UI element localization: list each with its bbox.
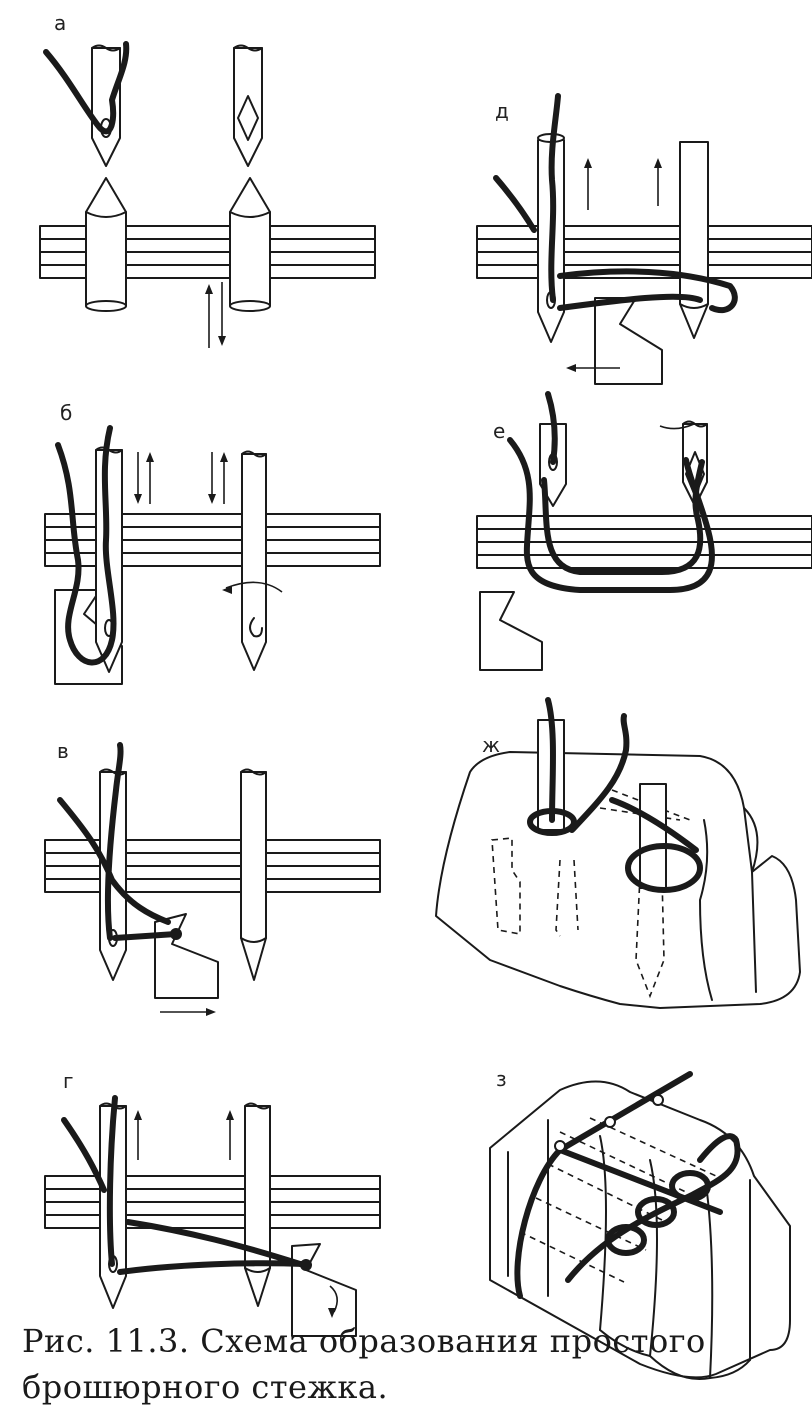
panel-a: а xyxy=(39,11,376,348)
panel-e: е xyxy=(476,391,812,671)
needle-right-zh xyxy=(639,783,667,889)
looper-v xyxy=(154,913,219,999)
needle-upper-left xyxy=(91,47,121,167)
panel-g: г xyxy=(44,1069,381,1337)
looper-d xyxy=(594,297,663,385)
panel-label-z: з xyxy=(496,1067,507,1091)
panel-label-zh: ж xyxy=(482,733,500,757)
thread-v xyxy=(57,742,179,941)
book-block-zh xyxy=(435,751,801,1009)
panel-label-d: д xyxy=(495,99,509,123)
thread-a xyxy=(43,41,130,135)
thread-zh xyxy=(545,697,699,853)
hook-e xyxy=(682,423,708,507)
panel-label-g: г xyxy=(63,1069,74,1093)
needle-g xyxy=(99,1105,127,1309)
looper-e xyxy=(479,591,543,671)
needle-right-v xyxy=(240,771,267,981)
panel-label-b: б xyxy=(60,401,72,425)
hook-upper-right xyxy=(233,47,263,167)
panel-label-v: в xyxy=(57,739,69,763)
panel-b: б xyxy=(44,401,381,685)
punch-right xyxy=(229,177,271,307)
thread-g xyxy=(61,1095,307,1275)
panel-label-a: а xyxy=(54,11,66,35)
thread-b xyxy=(55,425,117,666)
punch-left xyxy=(85,177,127,307)
looper-g xyxy=(291,1243,357,1337)
panel-d: д xyxy=(476,93,812,385)
panel-v: в xyxy=(44,739,381,1016)
hook-needle-b xyxy=(241,453,267,671)
needle-right-g xyxy=(244,1105,271,1307)
figure-caption: Рис. 11.3. Схема образования простого бр… xyxy=(22,1322,706,1406)
thread-d xyxy=(493,93,738,313)
thread-e xyxy=(507,391,715,593)
bar-g xyxy=(44,1175,381,1229)
panel-z: з xyxy=(489,1067,791,1380)
panel-label-e: е xyxy=(493,419,505,443)
panel-zh: ж xyxy=(435,697,801,1009)
